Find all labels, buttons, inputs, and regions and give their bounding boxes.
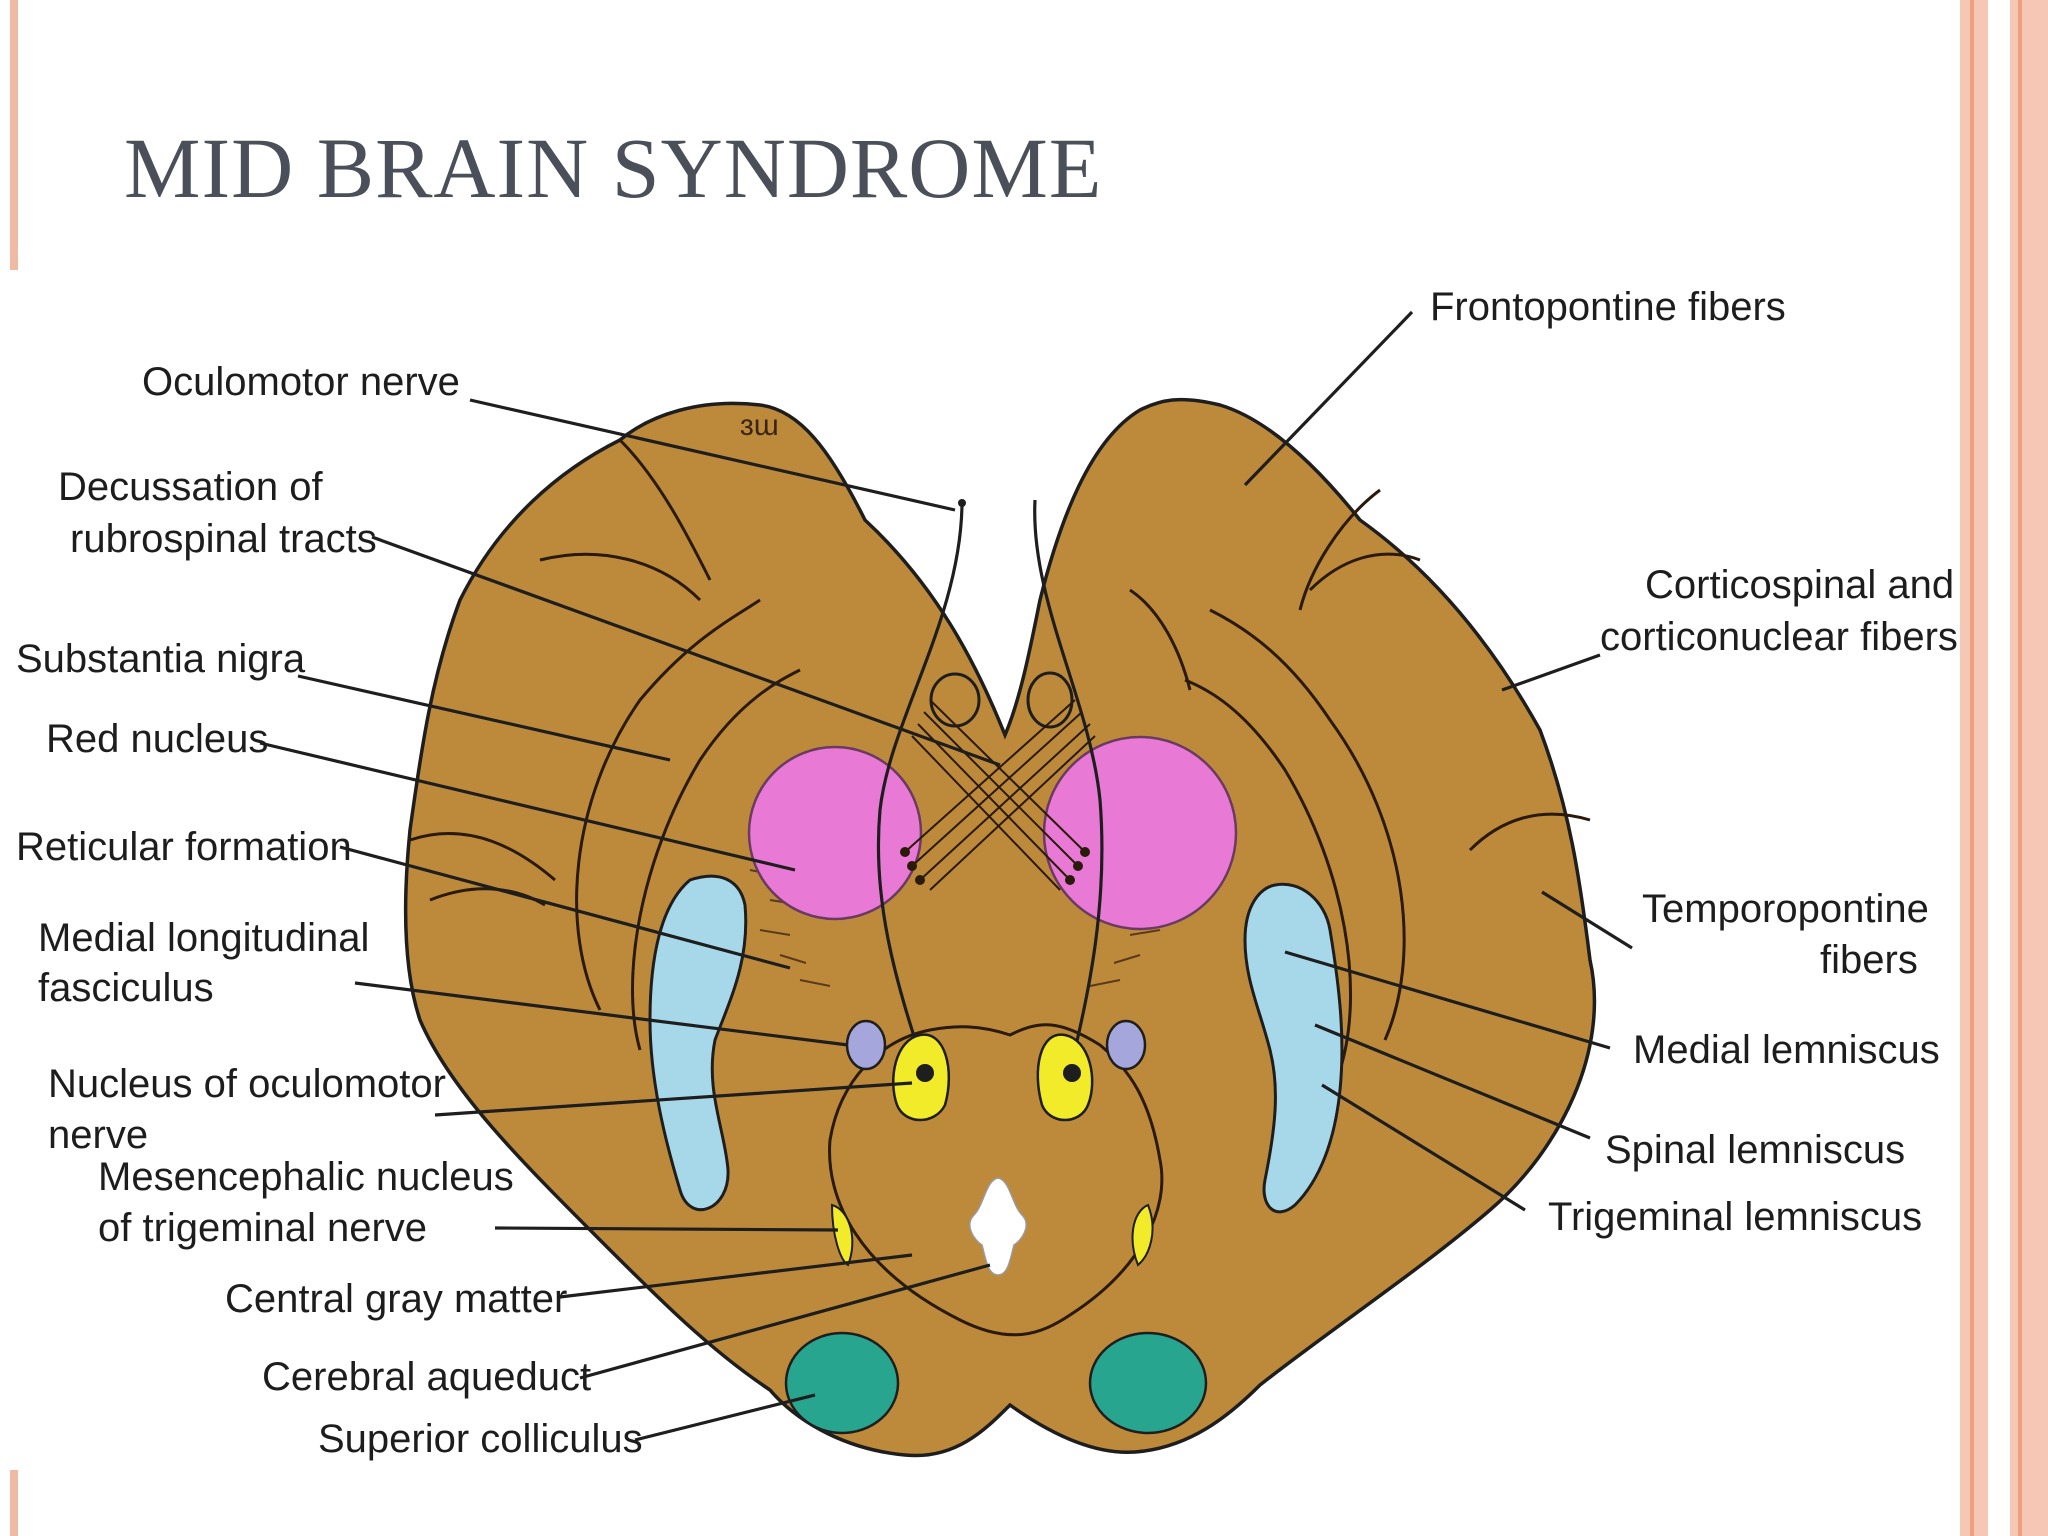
label-mesencephalic-line1: Mesencephalic nucleus	[98, 1155, 514, 1199]
leader-substantia-nigra	[297, 674, 671, 762]
label-temporopontine-line1: Temporopontine	[1642, 887, 1929, 931]
label-nucleus-oculomotor-line1: Nucleus of oculomotor	[48, 1062, 446, 1106]
crus-fold	[1209, 608, 1406, 1041]
leader-medial-lemniscus	[1284, 950, 1611, 1050]
label-spinal-lemniscus: Spinal lemniscus	[1605, 1128, 1905, 1172]
label-frontopontine: Frontopontine fibers	[1430, 285, 1786, 329]
nerve-root-dot	[958, 499, 966, 507]
superior-colliculus-left	[784, 1331, 900, 1435]
leader-superior-colliculus	[634, 1393, 816, 1442]
lemniscus-right	[1243, 882, 1344, 1214]
label-trigeminal-lemniscus: Trigeminal lemniscus	[1548, 1195, 1922, 1239]
slide-frame-left-top	[10, 0, 18, 270]
label-cerebral-aqueduct: Cerebral aqueduct	[262, 1355, 591, 1399]
crus-fold	[409, 832, 556, 882]
leader-cerebral-aqueduct	[579, 1263, 991, 1380]
frame-line	[2018, 0, 2022, 1536]
crus-fold	[1184, 678, 1353, 1071]
oval-right	[1026, 671, 1074, 729]
oculomotor-nerve-fiber-left	[876, 504, 964, 1071]
label-mlf-line1: Medial longitudinal	[38, 916, 369, 960]
slide-frame-right	[1960, 0, 2048, 1536]
label-central-gray: Central gray matter	[225, 1277, 567, 1321]
slide-frame-left-bottom	[10, 1470, 18, 1536]
nucleus-dot-left	[916, 1064, 934, 1082]
crus-fold	[1468, 812, 1591, 852]
label-decussation-line2: rubrospinal tracts	[70, 517, 377, 561]
leader-decussation	[371, 535, 1001, 767]
lemniscus-left	[648, 874, 748, 1212]
leader-corticospinal	[1501, 653, 1601, 692]
label-mlf-line2: fasciculus	[38, 966, 214, 1010]
crus-fold	[539, 552, 702, 602]
leader-spinal-lemniscus	[1314, 1023, 1591, 1140]
label-temporopontine-line2: fibers	[1820, 938, 1918, 982]
slide-title: MID BRAIN SYNDROME	[124, 120, 1103, 216]
label-substantia-nigra: Substantia nigra	[16, 637, 306, 681]
superior-colliculus-right	[1088, 1331, 1208, 1435]
crus-fold	[1308, 552, 1421, 592]
label-reticular-formation: Reticular formation	[16, 825, 352, 869]
label-decussation-line1: Decussation of	[58, 465, 323, 509]
leader-frontopontine	[1243, 310, 1414, 487]
label-red-nucleus: Red nucleus	[46, 717, 268, 761]
rubrospinal-decussation	[900, 699, 1096, 891]
label-superior-colliculus: Superior colliculus	[318, 1417, 643, 1461]
crus-fold	[575, 598, 761, 1011]
mlf-right	[1105, 1019, 1147, 1071]
label-oculomotor-nerve: Oculomotor nerve	[142, 360, 460, 404]
crus-fold	[1129, 588, 1192, 691]
red-nucleus-left	[747, 745, 923, 921]
leader-mesencephalic	[494, 1226, 839, 1232]
label-corticospinal-line2: corticonuclear fibers	[1600, 615, 1958, 659]
label-medial-lemniscus: Medial lemniscus	[1633, 1028, 1940, 1072]
nucleus-dot-right	[1063, 1064, 1081, 1082]
tegmentum-outline	[828, 1023, 1164, 1337]
label-nucleus-oculomotor-line2: nerve	[48, 1113, 148, 1157]
leader-temporopontine	[1541, 890, 1633, 950]
red-nucleus-right	[1042, 735, 1238, 931]
leader-oculomotor-nerve	[469, 398, 956, 512]
leader-reticular-formation	[339, 845, 791, 970]
leader-red-nucleus	[259, 741, 796, 872]
crus-fold	[1298, 488, 1381, 611]
mlf-left	[845, 1019, 887, 1071]
cerebral-aqueduct-shape	[969, 1177, 1027, 1276]
label-corticospinal-line1: Corticospinal and	[1645, 563, 1954, 607]
leader-trigeminal-lemniscus	[1321, 1083, 1526, 1212]
frame-gap	[1988, 0, 2010, 1536]
label-mesencephalic-line2: of trigeminal nerve	[98, 1206, 427, 1250]
oculomotor-nerve-fiber-right	[1033, 499, 1104, 1071]
frame-line	[1970, 0, 1974, 1536]
crus-fold	[631, 668, 801, 1051]
nerve-mark: ɜɯ	[740, 409, 779, 442]
leader-nucleus-oculomotor	[434, 1081, 913, 1117]
crus-fold	[618, 438, 712, 581]
leader-central-gray	[559, 1253, 913, 1299]
mesencephalic-nucleus-right	[1131, 1203, 1154, 1267]
leader-mlf	[354, 981, 849, 1047]
